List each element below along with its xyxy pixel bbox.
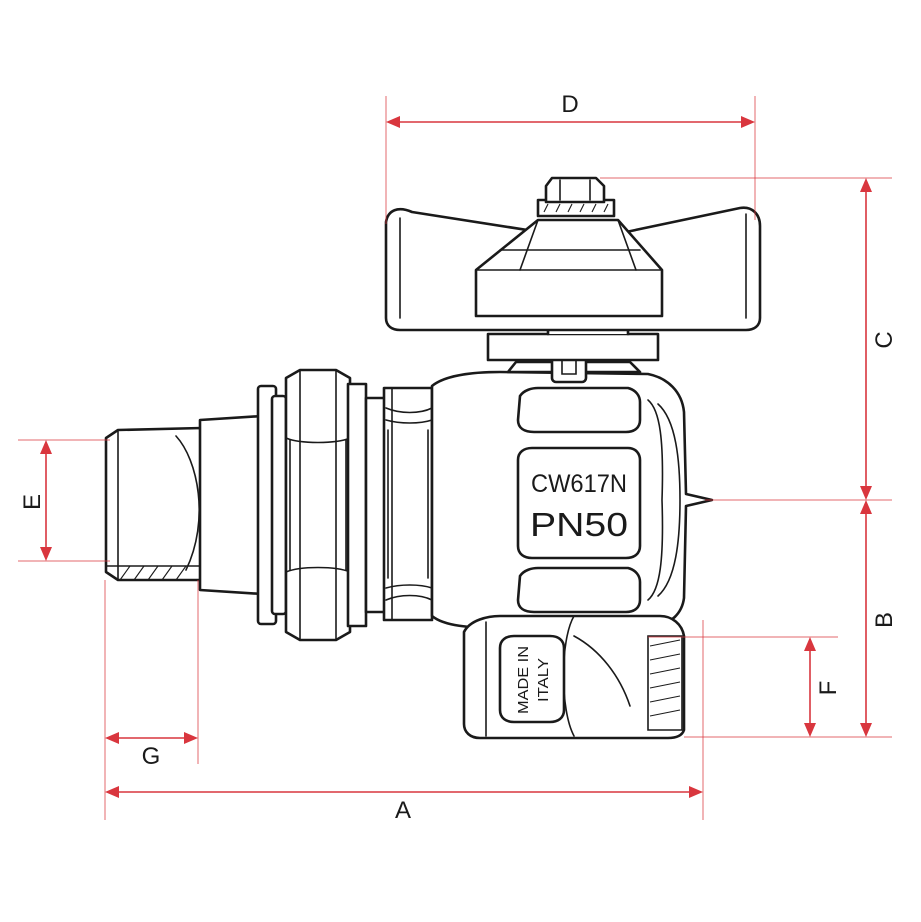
- dimension-label-c: C: [871, 331, 898, 348]
- body-spigot: [382, 386, 434, 622]
- collar-rings: [256, 384, 288, 626]
- dimensions: D C B F E: [18, 91, 898, 824]
- dimension-g: G: [105, 732, 198, 770]
- origin-marking-line2: ITALY: [535, 658, 552, 702]
- dimension-label-b: B: [871, 612, 898, 628]
- extension-lines: [18, 96, 892, 820]
- dimension-label-a: A: [395, 797, 411, 824]
- dimension-b: B: [860, 500, 898, 737]
- dimension-a: A: [105, 786, 703, 824]
- valve-body: CW617N PN50: [430, 370, 714, 630]
- dimension-label-g: G: [142, 743, 161, 770]
- pressure-marking: PN50: [530, 506, 628, 543]
- butterfly-handle: [384, 176, 762, 362]
- female-outlet: MADE IN ITALY: [462, 614, 686, 740]
- tail-shank: [198, 414, 264, 596]
- male-tail: [104, 426, 204, 582]
- dimension-e: E: [19, 440, 52, 561]
- dimension-f: F: [804, 637, 842, 737]
- material-marking: CW617N: [531, 470, 627, 498]
- dimension-label-d: D: [561, 91, 578, 118]
- dimension-d: D: [386, 91, 755, 128]
- valve: CW617N PN50 MADE IN ITALY: [104, 176, 762, 740]
- dimension-label-f: F: [815, 681, 842, 696]
- union-hex-nut: [284, 368, 368, 642]
- dimension-label-e: E: [19, 494, 46, 510]
- origin-marking-line1: MADE IN: [515, 646, 532, 714]
- dimension-c: C: [860, 178, 898, 500]
